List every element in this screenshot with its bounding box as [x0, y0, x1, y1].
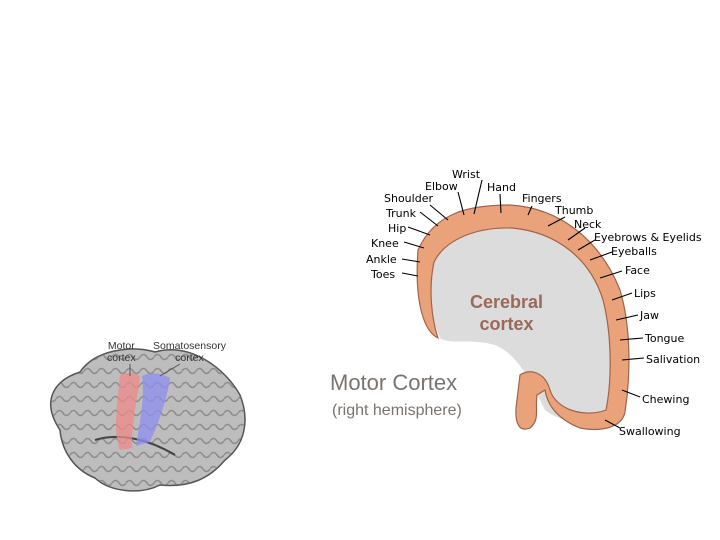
somatosensory-cortex-label: Somatosensory cortex — [153, 340, 226, 364]
label-trunk: Trunk — [386, 207, 416, 220]
label-wrist: Wrist — [452, 168, 481, 181]
label-hand: Hand — [487, 181, 516, 194]
label-neck: Neck — [574, 218, 602, 231]
label-ankle: Ankle — [366, 253, 397, 266]
motor-cortex-strip — [115, 372, 140, 450]
label-salivation: Salivation — [646, 353, 701, 366]
label-hip: Hip — [388, 222, 407, 235]
label-chewing: Chewing — [642, 393, 690, 406]
cerebral-cortex-line2: cortex — [479, 314, 534, 334]
motor-cortex-label-line1: Motor — [107, 340, 135, 352]
label-eyeballs: Eyeballs — [611, 245, 657, 258]
label-lips: Lips — [634, 287, 656, 300]
cortex-band — [416, 204, 630, 431]
cerebral-cortex-line1: Cerebral — [470, 292, 544, 312]
diagram-subtitle: (right hemisphere) — [332, 402, 462, 419]
cerebral-cortex-label: Cerebral cortex — [470, 291, 543, 335]
cortex-cross-section — [416, 204, 630, 431]
label-pointers — [401, 179, 645, 429]
somatosensory-cortex-label-line2: cortex — [175, 352, 204, 364]
label-swallowing: Swallowing — [619, 425, 681, 438]
cortex-inner-region — [425, 214, 619, 424]
somatosensory-cortex-label-line1: Somatosensory — [153, 340, 226, 352]
label-tongue: Tongue — [645, 332, 685, 345]
label-eyebrows-eyelids: Eyebrows & Eyelids — [594, 231, 702, 244]
motor-cortex-label-line2: cortex — [107, 352, 136, 364]
label-fingers: Fingers — [522, 192, 562, 205]
somatosensory-cortex-strip — [136, 373, 170, 446]
label-shoulder: Shoulder — [384, 192, 433, 205]
label-face: Face — [625, 264, 650, 277]
label-toes: Toes — [371, 268, 396, 281]
somatosensory-pointer-line — [159, 363, 181, 377]
diagram-title: Motor Cortex — [330, 370, 458, 395]
label-thumb: Thumb — [555, 204, 594, 217]
motor-cortex-label: Motor cortex — [107, 340, 136, 364]
label-knee: Knee — [371, 237, 399, 250]
label-jaw: Jaw — [640, 309, 659, 322]
label-elbow: Elbow — [425, 180, 458, 193]
